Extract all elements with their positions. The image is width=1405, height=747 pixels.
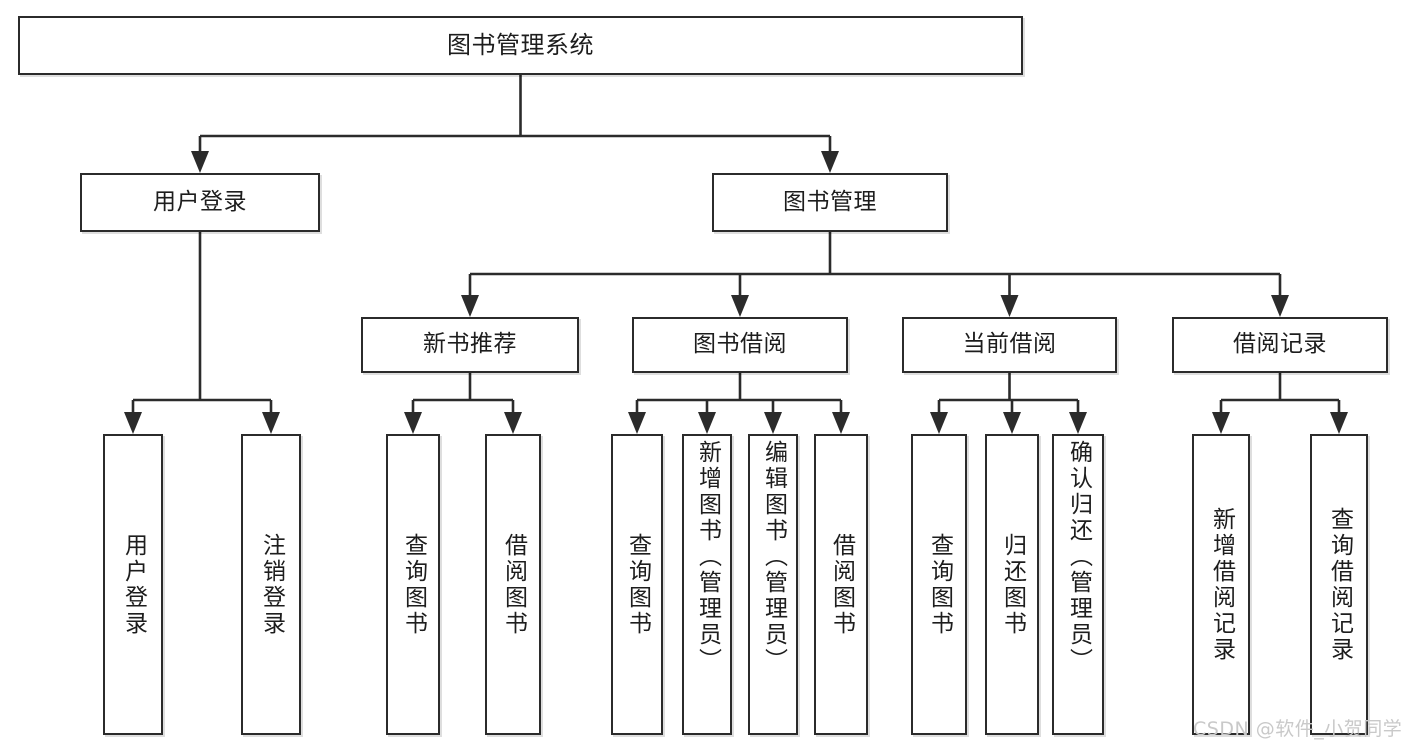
node-leaf-query-book-1[interactable]: 查询图书 xyxy=(386,434,440,735)
arrow-head-leaf-add-book xyxy=(698,412,716,434)
node-leaf-borrow-book-2[interactable]: 借阅图书 xyxy=(814,434,868,735)
node-leaf-confirm-return[interactable]: 确认归还（管理员） xyxy=(1052,434,1104,735)
node-leaf-query-record[interactable]: 查询借阅记录 xyxy=(1310,434,1368,735)
arrow-head-borrow-record xyxy=(1271,295,1289,317)
arrow-head-leaf-add-record xyxy=(1212,412,1230,434)
node-leaf-return-book[interactable]: 归还图书 xyxy=(985,434,1039,735)
node-label-leaf-query-book-1: 查询图书 xyxy=(400,532,427,637)
node-user-login[interactable]: 用户登录 xyxy=(80,173,320,232)
node-leaf-query-book-2[interactable]: 查询图书 xyxy=(611,434,663,735)
arrow-head-current-borrow xyxy=(1000,295,1019,317)
arrow-head-new-book-rec xyxy=(461,295,479,317)
node-label-leaf-add-record: 新增借阅记录 xyxy=(1208,506,1235,663)
arrow-head-leaf-confirm-return xyxy=(1069,412,1087,434)
node-label-leaf-edit-book: 编辑图书（管理员） xyxy=(760,440,787,674)
arrow-head-leaf-logout xyxy=(262,412,280,434)
arrow-head-leaf-borrow-book-2 xyxy=(832,412,850,434)
node-current-borrow[interactable]: 当前借阅 xyxy=(902,317,1117,373)
node-leaf-add-book[interactable]: 新增图书（管理员） xyxy=(682,434,732,735)
node-label-leaf-query-book-2: 查询图书 xyxy=(624,532,651,637)
node-borrow-record[interactable]: 借阅记录 xyxy=(1172,317,1388,373)
node-label-new-book-rec: 新书推荐 xyxy=(423,331,517,358)
node-leaf-edit-book[interactable]: 编辑图书（管理员） xyxy=(748,434,798,735)
arrow-head-user-login xyxy=(191,151,209,173)
node-label-book-borrow: 图书借阅 xyxy=(693,331,787,358)
node-label-leaf-return-book: 归还图书 xyxy=(999,532,1026,637)
arrow-head-leaf-user-login xyxy=(124,412,142,434)
node-label-borrow-record: 借阅记录 xyxy=(1233,331,1327,358)
node-leaf-borrow-book-1[interactable]: 借阅图书 xyxy=(485,434,541,735)
node-new-book-rec[interactable]: 新书推荐 xyxy=(361,317,579,373)
node-label-user-login: 用户登录 xyxy=(153,188,247,215)
node-root[interactable]: 图书管理系统 xyxy=(18,16,1023,75)
node-book-borrow[interactable]: 图书借阅 xyxy=(632,317,848,373)
node-label-root: 图书管理系统 xyxy=(447,31,594,60)
node-label-leaf-logout: 注销登录 xyxy=(258,532,285,637)
arrow-head-leaf-query-book-1 xyxy=(404,412,422,434)
arrow-head-leaf-return-book xyxy=(1003,412,1021,434)
arrow-head-leaf-query-book-2 xyxy=(628,412,646,434)
node-leaf-add-record[interactable]: 新增借阅记录 xyxy=(1192,434,1250,735)
arrow-head-leaf-edit-book xyxy=(764,412,782,434)
node-leaf-logout[interactable]: 注销登录 xyxy=(241,434,301,735)
node-label-current-borrow: 当前借阅 xyxy=(962,331,1057,358)
node-label-leaf-borrow-book-2: 借阅图书 xyxy=(828,532,855,637)
node-label-leaf-query-record: 查询借阅记录 xyxy=(1326,506,1353,663)
node-label-leaf-borrow-book-1: 借阅图书 xyxy=(500,532,527,637)
arrow-head-leaf-query-book-3 xyxy=(930,412,948,434)
arrow-head-leaf-query-record xyxy=(1330,412,1348,434)
node-label-leaf-query-book-3: 查询图书 xyxy=(926,532,953,637)
node-label-leaf-confirm-return: 确认归还（管理员） xyxy=(1065,440,1092,674)
node-book-manage[interactable]: 图书管理 xyxy=(712,173,948,232)
arrow-head-leaf-borrow-book-1 xyxy=(504,412,522,434)
node-leaf-user-login[interactable]: 用户登录 xyxy=(103,434,163,735)
watermark-text: CSDN @软件_小贺同学 xyxy=(1193,718,1403,740)
arrow-head-book-borrow xyxy=(731,295,749,317)
node-label-leaf-add-book: 新增图书（管理员） xyxy=(694,440,721,674)
node-leaf-query-book-3[interactable]: 查询图书 xyxy=(911,434,967,735)
node-label-leaf-user-login: 用户登录 xyxy=(120,532,147,637)
node-label-book-manage: 图书管理 xyxy=(783,188,877,215)
arrow-head-book-manage xyxy=(821,151,839,173)
